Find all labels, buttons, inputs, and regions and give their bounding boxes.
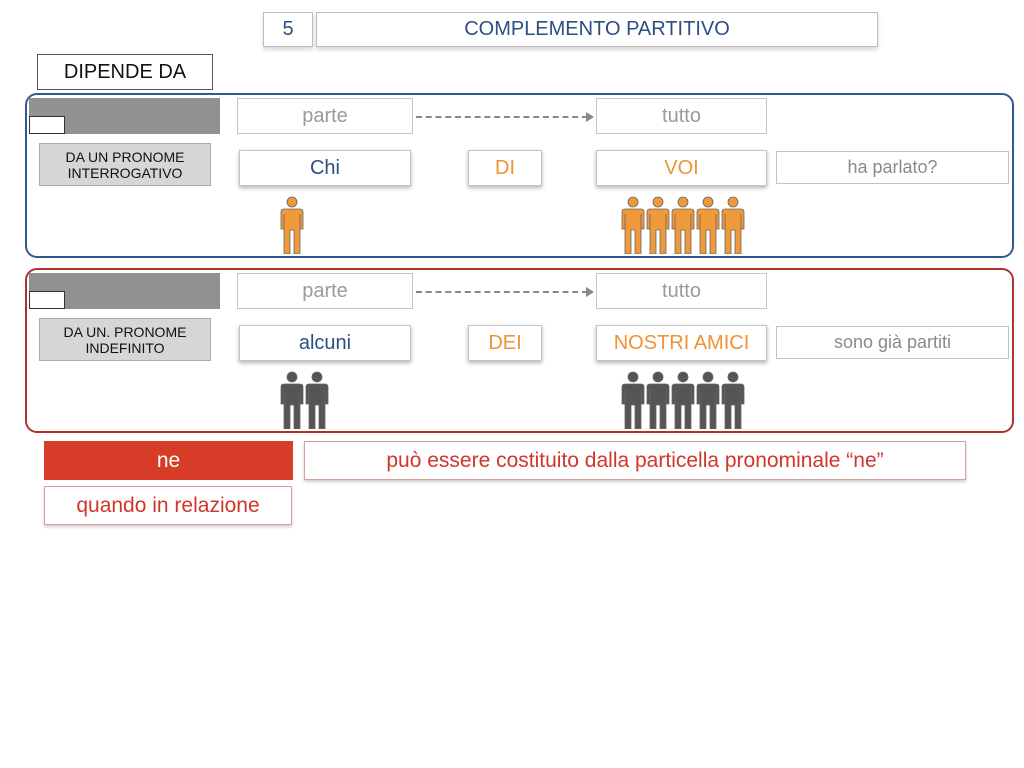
rest-of-sentence: ha parlato? (776, 151, 1009, 184)
category-label: DA UN PRONOME INTERROGATIVO (39, 143, 211, 186)
person-icon (696, 371, 720, 430)
category-label: DA UN. PRONOME INDEFINITO (39, 318, 211, 361)
person-icon (696, 196, 720, 255)
person-icon (621, 371, 645, 430)
person-icon (721, 371, 745, 430)
blank-box (29, 291, 65, 309)
part-word: alcuni (239, 325, 411, 361)
person-icon (671, 371, 695, 430)
person-icon (280, 196, 304, 255)
arrow-icon (416, 112, 594, 122)
ne-description: può essere costituito dalla particella p… (304, 441, 966, 480)
person-icon (646, 196, 670, 255)
section-panel (25, 93, 1014, 258)
person-icon (305, 371, 329, 430)
part-placeholder: parte (237, 98, 413, 134)
preposition-word: DEI (468, 325, 542, 361)
part-placeholder: parte (237, 273, 413, 309)
ne-button[interactable]: ne (44, 441, 293, 480)
person-icon (721, 196, 745, 255)
section-panel (25, 268, 1014, 433)
slide-number: 5 (263, 12, 313, 47)
whole-word: NOSTRI AMICI (596, 325, 767, 361)
rest-of-sentence: sono già partiti (776, 326, 1009, 359)
person-icon (280, 371, 304, 430)
person-icon (646, 371, 670, 430)
preposition-word: DI (468, 150, 542, 186)
whole-placeholder: tutto (596, 273, 767, 309)
part-word: Chi (239, 150, 411, 186)
arrow-icon (416, 287, 594, 297)
blank-box (29, 116, 65, 134)
whole-placeholder: tutto (596, 98, 767, 134)
slide-title: COMPLEMENTO PARTITIVO (316, 12, 878, 47)
person-icon (621, 196, 645, 255)
whole-word: VOI (596, 150, 767, 186)
depends-label: DIPENDE DA (37, 54, 213, 90)
person-icon (671, 196, 695, 255)
relation-label: quando in relazione (44, 486, 292, 525)
